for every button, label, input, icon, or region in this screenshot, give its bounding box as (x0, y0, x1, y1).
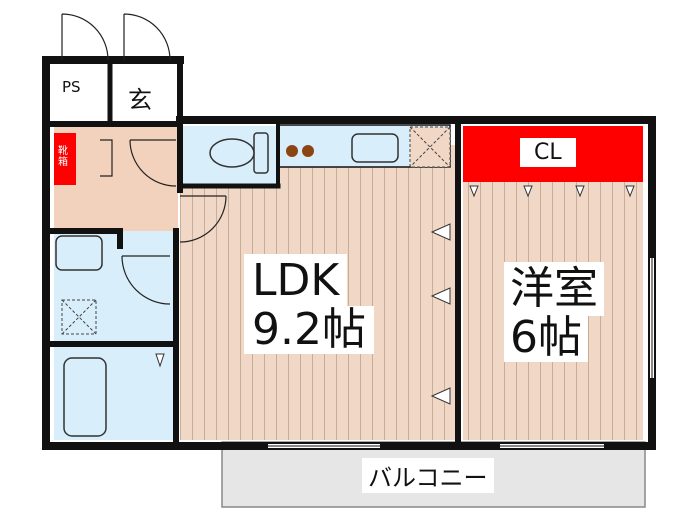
closet-door-mark (469, 185, 479, 198)
stove-burner (286, 145, 298, 157)
fridge-space-cross (409, 126, 451, 168)
bathtub (63, 357, 107, 437)
ldk-room-name: LDK (244, 254, 348, 308)
ldk-room-size: 9.2帖 (244, 306, 374, 354)
shoe-box (54, 133, 76, 185)
closet-door-mark (523, 185, 533, 198)
fridge-space (409, 126, 451, 168)
balcony-label: バルコニー (362, 458, 494, 493)
toilet-bowl (209, 138, 255, 168)
closet-label: CL (520, 138, 576, 167)
wash-basin (55, 235, 103, 271)
closet-door-mark (625, 185, 635, 198)
washer-space (61, 299, 97, 335)
sliding-door-mark (430, 387, 451, 405)
sliding-door-mark (430, 287, 451, 305)
toilet-tank (253, 132, 269, 174)
entrance-label: 玄 (128, 86, 152, 114)
fridge-space-cross (409, 126, 451, 168)
washer-space-cross (61, 299, 97, 335)
sliding-door-mark (155, 353, 165, 368)
door-swings (61, 13, 227, 305)
closet-door-mark (575, 185, 585, 198)
kitchen-sink (351, 133, 399, 163)
shoe-box-label: 靴箱 (58, 146, 68, 168)
washer-space-cross (61, 299, 97, 335)
western-room-size: 6帖 (504, 314, 588, 362)
entrance-step (54, 64, 178, 126)
stove-burner (302, 145, 314, 157)
pipe-space-label: PS (62, 78, 81, 96)
western-room-name: 洋室 (504, 262, 604, 316)
sliding-door-mark (430, 223, 451, 241)
